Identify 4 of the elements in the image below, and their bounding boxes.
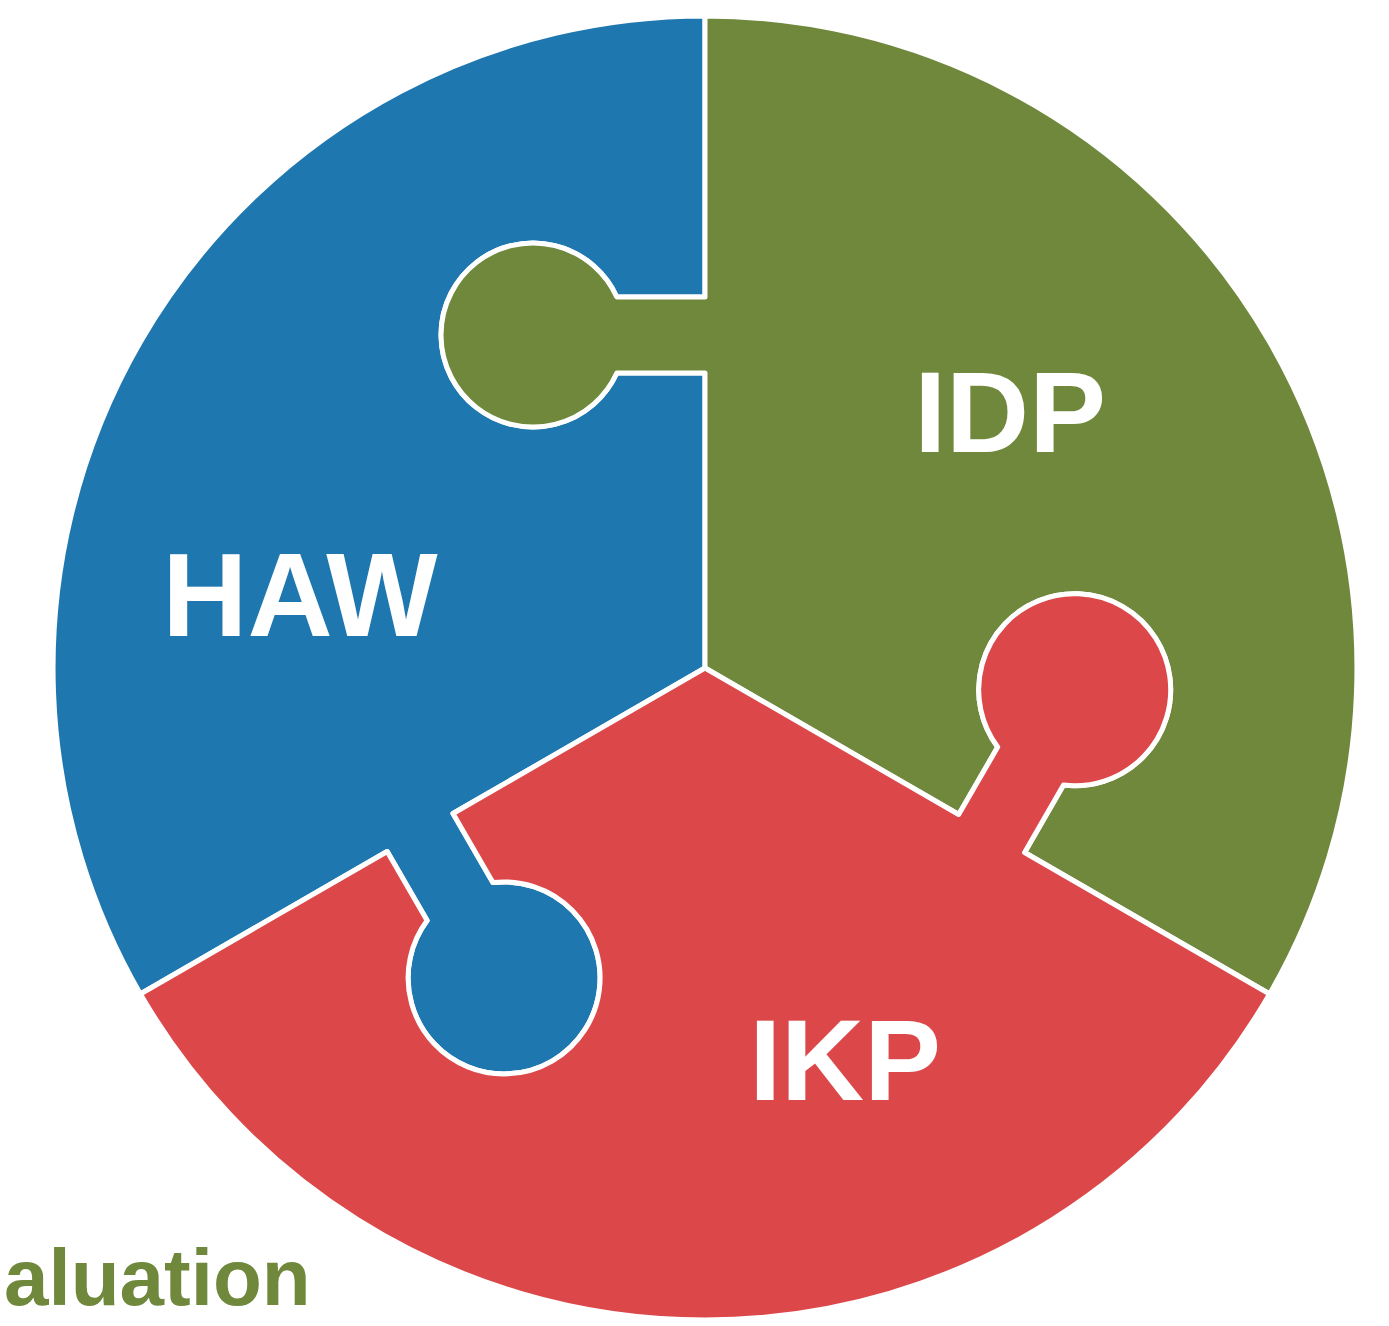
piece-label: IKP — [749, 996, 941, 1124]
piece-label: IDP — [914, 348, 1106, 476]
caption-text: aluation — [4, 1238, 311, 1318]
piece-label: HAW — [162, 529, 438, 661]
